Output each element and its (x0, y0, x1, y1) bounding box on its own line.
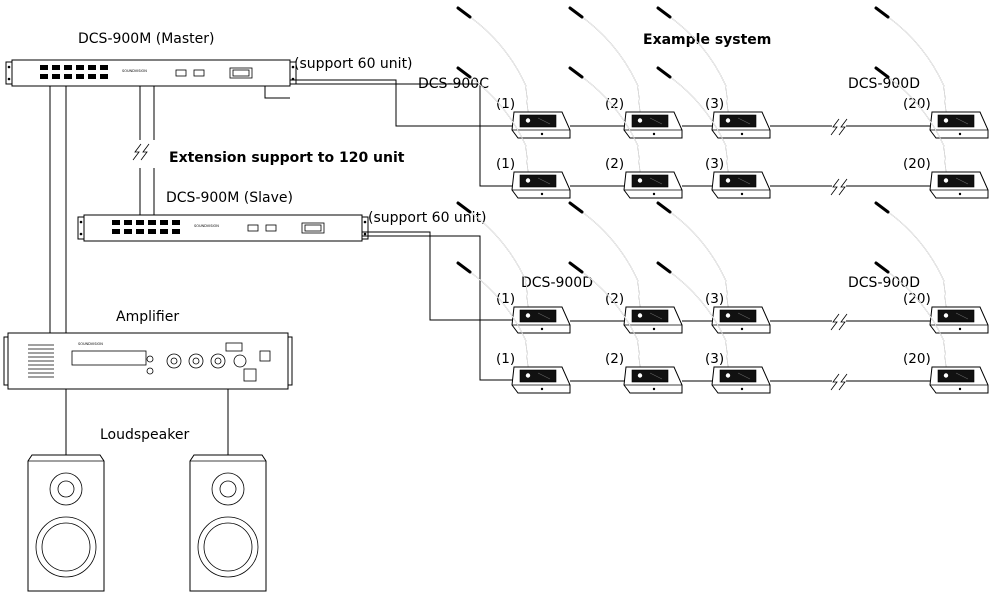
wiring-left (49, 79, 514, 455)
unit-number-label: (3) (705, 351, 724, 367)
unit-number-label: (3) (705, 96, 724, 112)
top-group-right-type: DCS-900D (848, 76, 920, 92)
loudspeaker-left (27, 454, 105, 592)
conference-unit (874, 6, 990, 140)
bottom-group-left-type: DCS-900D (521, 275, 593, 291)
slave-brand: SOUNDVISION (194, 224, 219, 228)
conference-unit (456, 6, 572, 140)
extension-note: Extension support to 120 unit (169, 150, 405, 166)
slave-label: DCS-900M (Slave) (166, 190, 293, 206)
loudspeaker-label: Loudspeaker (100, 427, 189, 443)
amplifier-label: Amplifier (116, 309, 179, 325)
conference-unit (874, 201, 990, 335)
unit-number-label: (1) (496, 96, 515, 112)
slave-rack-unit: SOUNDVISION (77, 214, 369, 242)
unit-number-label: (1) (496, 351, 515, 367)
conference-row: (1) (2) (3) (20) (456, 261, 990, 395)
unit-number-label: (2) (605, 291, 624, 307)
conference-row: (1) (2) (3) (20) (456, 66, 990, 200)
unit-number-label: (20) (903, 351, 931, 367)
amplifier-unit: SOUNDVISION (3, 332, 293, 390)
master-brand: SOUNDVISION (122, 69, 147, 73)
amplifier-brand: SOUNDVISION (78, 342, 103, 346)
master-support-note: (support 60 unit) (294, 56, 413, 72)
conference-row: (1)(2)(3)(20) (456, 201, 990, 335)
unit-number-label: (20) (903, 156, 931, 172)
master-label: DCS-900M (Master) (78, 31, 214, 47)
unit-number-label: (1) (496, 291, 515, 307)
slave-support-note: (support 60 unit) (368, 210, 487, 226)
conference-units: (1)(2)(3)(20)(1)(2)(3)(20)(1)(2)(3)(20)(… (456, 6, 990, 395)
unit-number-label: (2) (605, 96, 624, 112)
diagram-title: Example system (643, 32, 771, 48)
unit-number-label: (2) (605, 351, 624, 367)
unit-number-label: (3) (705, 291, 724, 307)
conference-row: (1)(2)(3)(20) (456, 6, 990, 140)
unit-number-label: (2) (605, 156, 624, 172)
loudspeaker-right (189, 454, 267, 592)
master-rack-unit: SOUNDVISION (5, 59, 297, 87)
unit-number-label: (3) (705, 156, 724, 172)
bottom-group-right-type: DCS-900D (848, 275, 920, 291)
unit-number-label: (1) (496, 156, 515, 172)
